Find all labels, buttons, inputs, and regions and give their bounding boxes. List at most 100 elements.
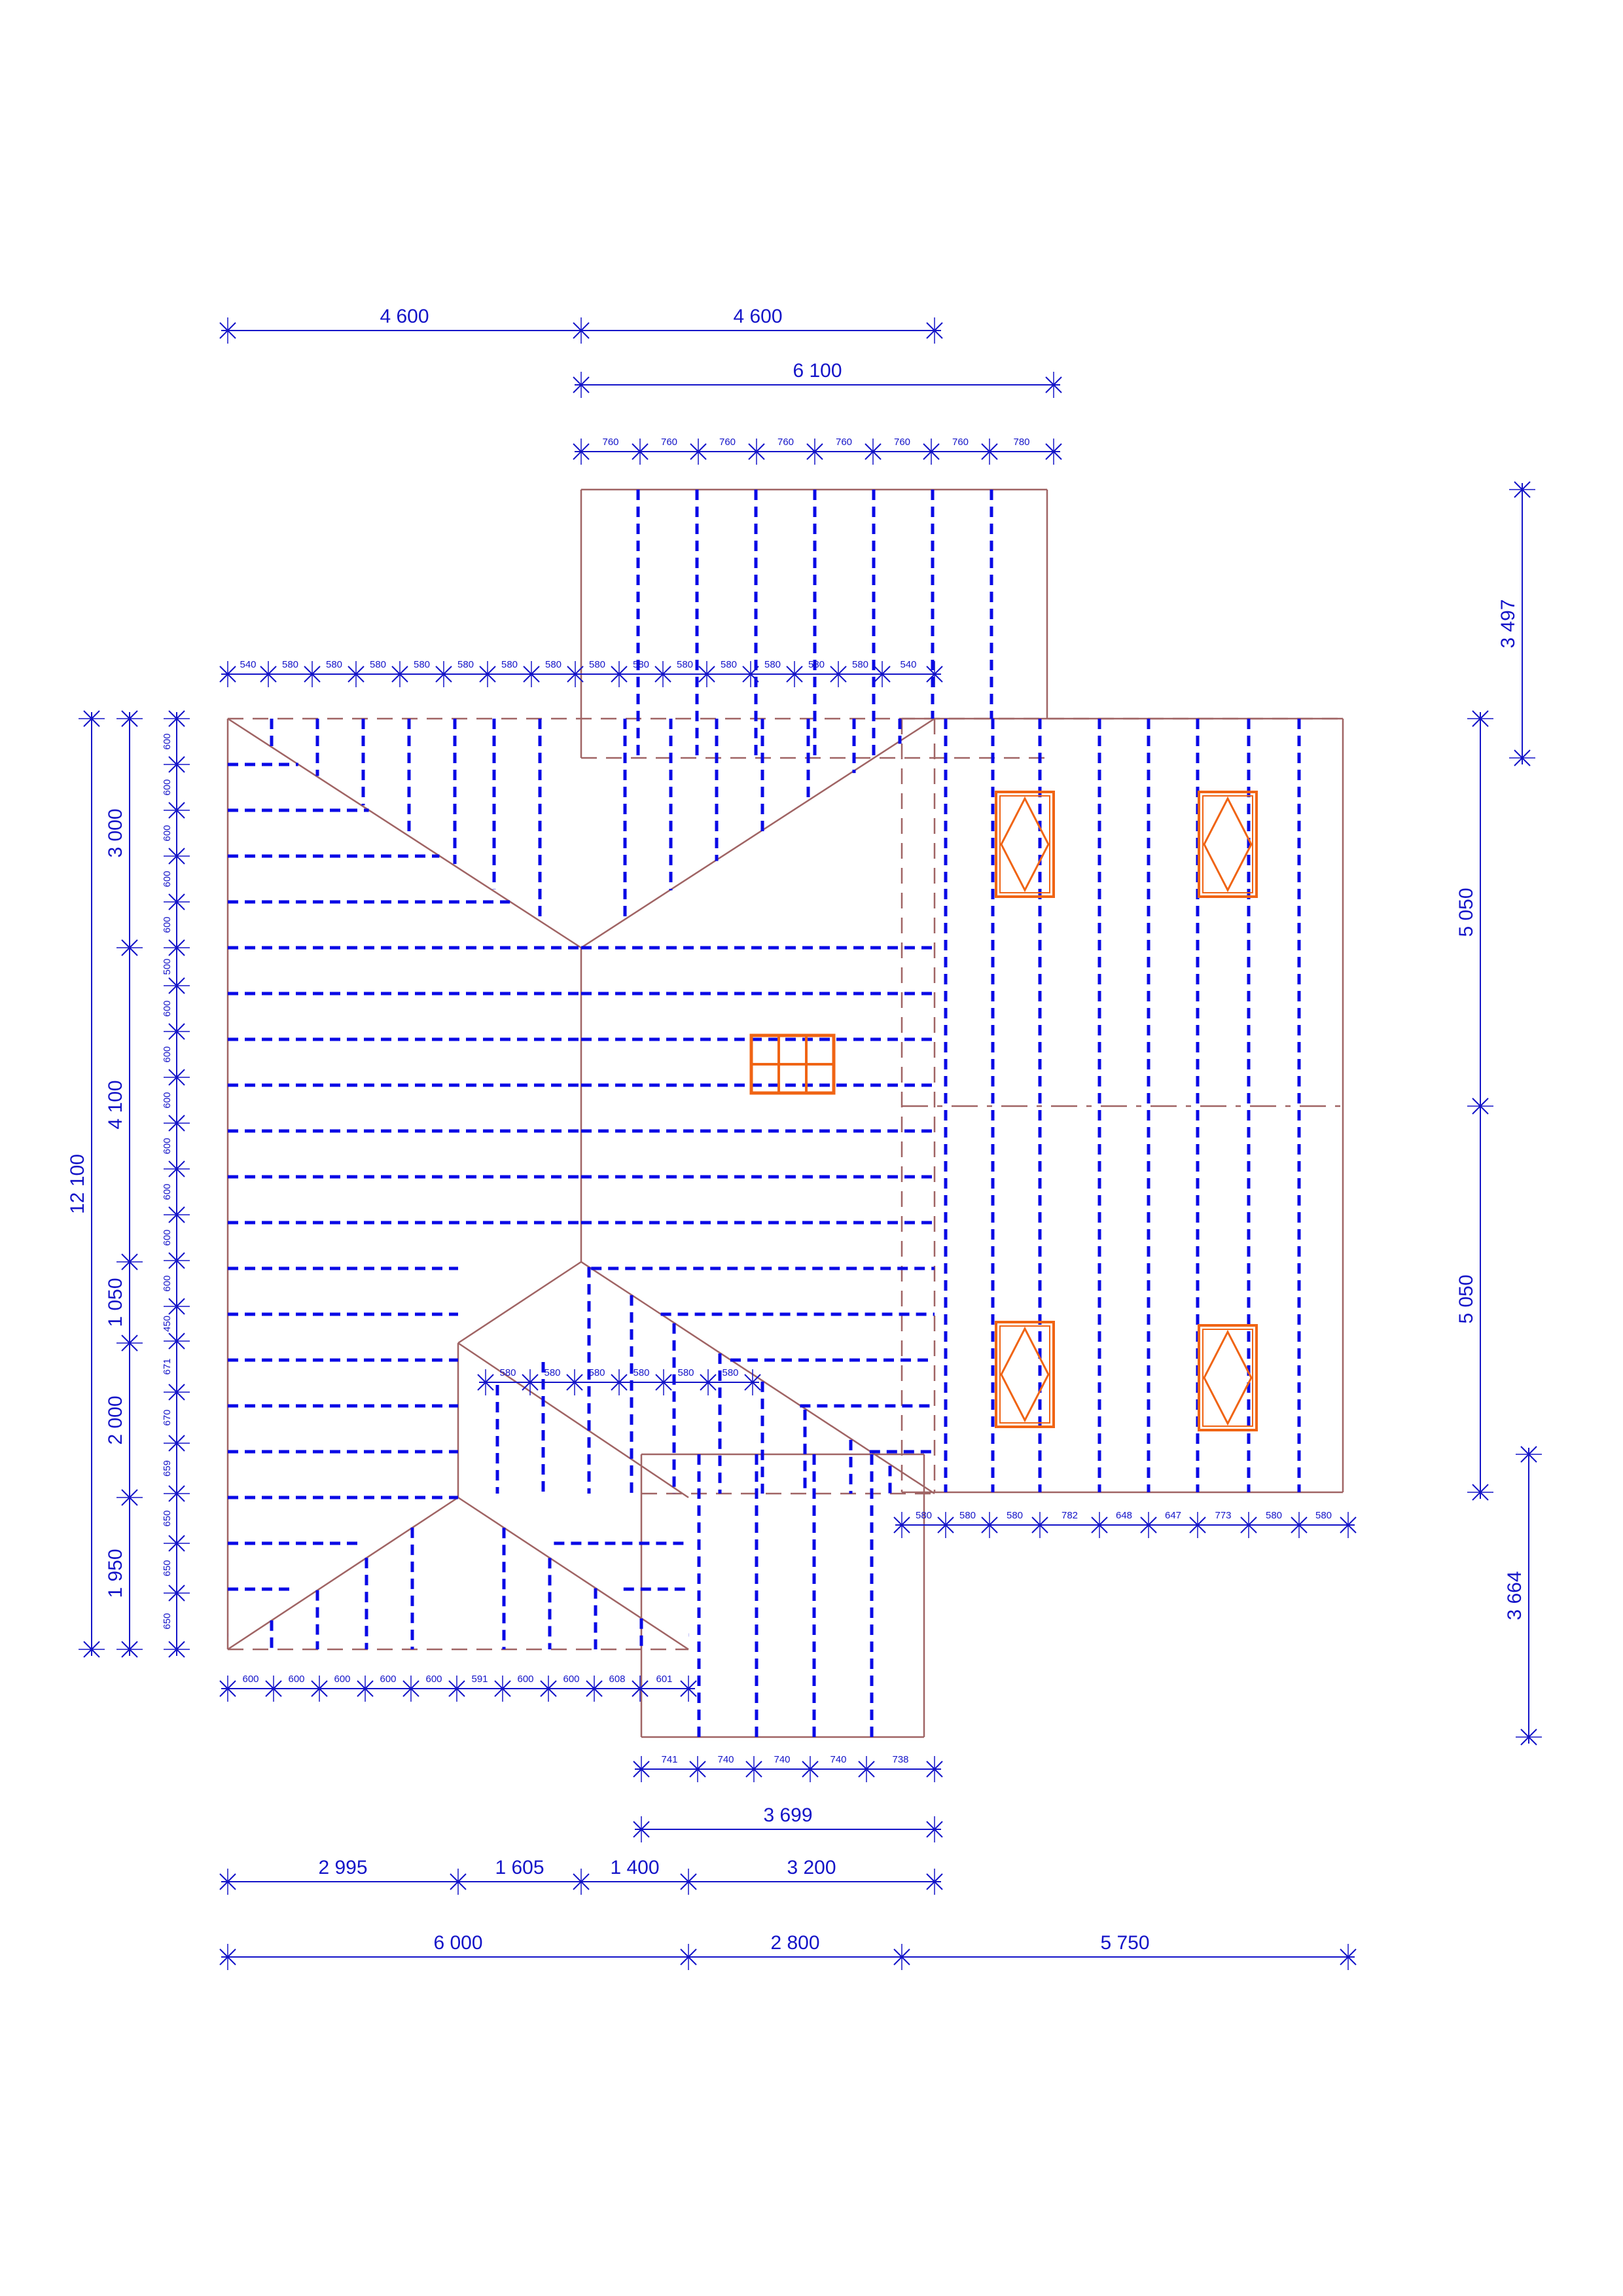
dimension-label: 500 xyxy=(162,958,173,975)
dimension-label: 600 xyxy=(162,1046,173,1062)
dimension-label: 1 400 xyxy=(610,1857,659,1878)
dimension-label: 773 xyxy=(1215,1510,1231,1521)
dimension-label: 740 xyxy=(830,1754,846,1765)
roof-window-diamond xyxy=(1000,796,1050,893)
dimension-label: 600 xyxy=(162,1092,173,1108)
dimension-label: 648 xyxy=(1116,1510,1132,1521)
outline-edge xyxy=(457,1496,689,1651)
dimension-label: 2 995 xyxy=(318,1857,367,1878)
dimension-label: 580 xyxy=(722,1367,738,1378)
dimension-label: 600 xyxy=(517,1674,533,1685)
roof-window-diamond xyxy=(1000,1326,1050,1423)
dimension-label: 600 xyxy=(162,1138,173,1154)
dimension-label: 600 xyxy=(162,916,173,933)
dimension-label: 580 xyxy=(852,659,868,670)
dimension-label: 600 xyxy=(162,779,173,795)
dimension-label: 760 xyxy=(777,437,794,448)
roof-windows xyxy=(749,791,1258,1431)
dimension-label: 600 xyxy=(162,1183,173,1200)
roof-window-diamond xyxy=(1203,1329,1253,1426)
dimension-label: 580 xyxy=(677,1367,694,1378)
dimension-label: 580 xyxy=(370,659,386,670)
dimension-label: 5 750 xyxy=(1100,1932,1149,1954)
dimension-label: 650 xyxy=(162,1560,173,1576)
dimension-label: 4 600 xyxy=(733,306,782,327)
dimension-label: 1 950 xyxy=(105,1549,126,1598)
rafter-layer xyxy=(228,490,1301,1737)
dimension-label: 580 xyxy=(414,659,430,670)
dimension-label: 580 xyxy=(808,659,825,670)
dimension-label: 580 xyxy=(544,1367,560,1378)
dimension-label: 580 xyxy=(721,659,737,670)
roof-window-sash xyxy=(1202,1329,1253,1427)
dimension-label: 600 xyxy=(425,1674,442,1685)
dimension-label: 600 xyxy=(288,1674,304,1685)
dimension-label: 760 xyxy=(952,437,969,448)
dimension-label: 3 699 xyxy=(763,1804,812,1826)
dimension-label: 580 xyxy=(1315,1510,1332,1521)
roof-outline xyxy=(226,488,1344,1738)
dimension-label: 741 xyxy=(661,1754,677,1765)
dimension-label: 608 xyxy=(609,1674,625,1685)
dimension-label: 580 xyxy=(1007,1510,1023,1521)
dimension-label: 760 xyxy=(602,437,618,448)
dimension-label: 3 664 xyxy=(1504,1571,1525,1620)
dimension-label: 600 xyxy=(162,1275,173,1291)
dimension-label: 450 xyxy=(162,1316,173,1332)
dimension-label: 6 100 xyxy=(793,360,842,382)
dimension-label: 600 xyxy=(162,825,173,841)
dimension-label: 760 xyxy=(894,437,910,448)
outline-edge xyxy=(457,1342,689,1499)
dimension-label: 760 xyxy=(661,437,677,448)
dimension-label: 782 xyxy=(1061,1510,1078,1521)
dimension-label: 3 497 xyxy=(1497,599,1519,648)
roof-window-frame xyxy=(1198,1324,1258,1431)
dimension-label: 760 xyxy=(719,437,736,448)
dimension-label: 12 100 xyxy=(67,1154,88,1214)
dimension-label: 2 000 xyxy=(105,1395,126,1444)
outline-edge xyxy=(227,1496,459,1651)
outline-edge xyxy=(227,717,582,949)
dimension-label: 580 xyxy=(499,1367,516,1378)
dimension-label: 647 xyxy=(1165,1510,1181,1521)
outline-edge xyxy=(580,717,935,949)
dimension-label: 780 xyxy=(1013,437,1029,448)
roof-window-frame xyxy=(995,1321,1055,1428)
dimension-label: 601 xyxy=(656,1674,672,1685)
dimension-label: 580 xyxy=(501,659,518,670)
dimension-label: 3 000 xyxy=(105,808,126,857)
roof-window-frame xyxy=(995,791,1055,898)
dimension-label: 671 xyxy=(162,1358,173,1374)
dimension-label: 600 xyxy=(563,1674,579,1685)
dimension-label: 591 xyxy=(471,1674,488,1685)
dimension-label: 580 xyxy=(1266,1510,1282,1521)
dimension-label: 540 xyxy=(240,659,256,670)
dimension-label: 580 xyxy=(588,1367,605,1378)
dimension-label: 760 xyxy=(836,437,852,448)
dimension-label: 650 xyxy=(162,1613,173,1629)
dimension-label: 740 xyxy=(717,1754,734,1765)
dimension-label: 600 xyxy=(162,870,173,887)
dimension-label: 580 xyxy=(589,659,605,670)
dimension-label: 6 000 xyxy=(433,1932,482,1954)
dimension-label: 600 xyxy=(380,1674,396,1685)
dimension-label: 2 800 xyxy=(770,1932,819,1954)
dimension-label: 4 600 xyxy=(380,306,429,327)
dimension-label: 580 xyxy=(326,659,342,670)
dimension-label: 600 xyxy=(162,1000,173,1016)
dimension-label: 3 200 xyxy=(787,1857,836,1878)
dimension-label: 738 xyxy=(892,1754,908,1765)
roof-window-sash xyxy=(999,795,1050,893)
dimension-label: 5 050 xyxy=(1455,888,1477,937)
dimension-label: 670 xyxy=(162,1409,173,1426)
roof-window-frame xyxy=(1198,791,1258,898)
dimension-label: 1 605 xyxy=(495,1857,544,1878)
roof-window-sash xyxy=(1202,795,1253,893)
dimension-label: 600 xyxy=(162,733,173,749)
dimension-label: 580 xyxy=(764,659,781,670)
roof-window-sash xyxy=(999,1325,1050,1424)
dimension-label: 4 100 xyxy=(105,1080,126,1129)
dimension-label: 580 xyxy=(916,1510,932,1521)
dimension-label: 740 xyxy=(774,1754,790,1765)
dimension-label: 650 xyxy=(162,1510,173,1526)
